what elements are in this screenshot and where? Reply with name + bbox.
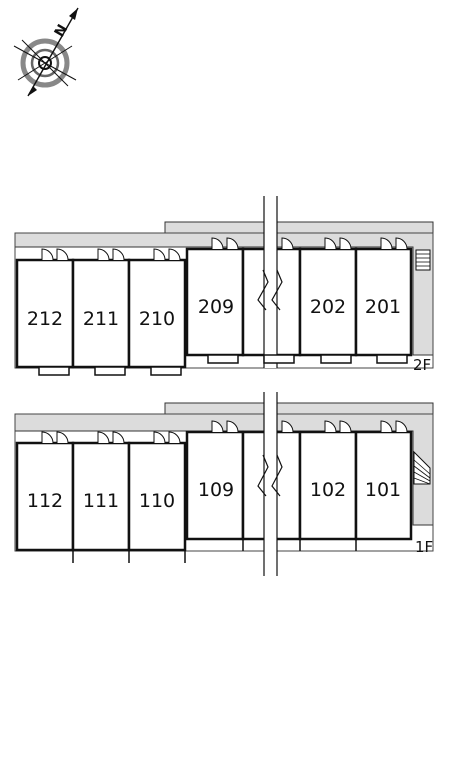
door-icon <box>168 431 181 444</box>
door-icon <box>211 420 224 433</box>
door-icon <box>281 420 294 433</box>
door-icon <box>324 237 337 250</box>
door-icon <box>97 431 110 444</box>
floor-label: 1F <box>415 538 433 556</box>
door-icon <box>211 237 224 250</box>
unit-label: 211 <box>83 308 119 330</box>
unit-label: 209 <box>198 296 234 318</box>
floor-1f: 112 111 110 109 102 101 1F <box>14 392 434 576</box>
compass-rose-icon: N <box>13 7 79 97</box>
balcony <box>320 354 352 364</box>
unit-label: 109 <box>198 479 234 501</box>
door-icon <box>41 431 54 444</box>
door-icon <box>324 420 337 433</box>
balcony <box>150 366 182 376</box>
door-icon <box>56 431 69 444</box>
door-icon <box>395 420 408 433</box>
balcony <box>263 354 295 364</box>
unit-label: 201 <box>365 296 401 318</box>
door-icon <box>380 420 393 433</box>
door-icon <box>41 248 54 261</box>
unit-101 <box>354 430 413 541</box>
staircase-icon <box>413 450 431 485</box>
door-icon <box>395 237 408 250</box>
unit-102 <box>298 430 358 541</box>
unit-label: 110 <box>139 490 175 512</box>
unit-blank-2 <box>274 247 302 357</box>
unit-label: 112 <box>27 490 63 512</box>
unit-111 <box>71 441 131 552</box>
door-icon <box>112 431 125 444</box>
balcony <box>376 354 408 364</box>
unit-label: 111 <box>83 490 119 512</box>
balcony <box>94 366 126 376</box>
door-icon <box>56 248 69 261</box>
unit-label: 212 <box>27 308 63 330</box>
unit-label: 102 <box>310 479 346 501</box>
door-icon <box>153 431 166 444</box>
door-icon <box>168 248 181 261</box>
door-swings <box>41 237 408 444</box>
door-icon <box>339 420 352 433</box>
balcony <box>207 354 239 364</box>
staircase-icon <box>415 249 431 271</box>
unit-201 <box>354 247 413 357</box>
door-icon <box>380 237 393 250</box>
unit-110 <box>127 441 187 552</box>
unit-label: 202 <box>310 296 346 318</box>
door-icon <box>112 248 125 261</box>
door-icon <box>226 420 239 433</box>
door-icon <box>97 248 110 261</box>
unit-label: 210 <box>139 308 175 330</box>
floor-label: 2F <box>413 356 431 374</box>
door-icon <box>339 237 352 250</box>
floor-2f: 212 211 210 209 202 201 2F <box>14 196 434 376</box>
unit-blank-2 <box>274 430 302 541</box>
door-icon <box>226 237 239 250</box>
unit-blank-1 <box>241 247 269 357</box>
outer-outline <box>14 232 434 369</box>
door-icon <box>153 248 166 261</box>
outer-outline <box>14 413 434 552</box>
unit-109 <box>185 430 245 541</box>
balcony <box>38 366 70 376</box>
door-icon <box>281 237 294 250</box>
unit-label: 101 <box>365 479 401 501</box>
